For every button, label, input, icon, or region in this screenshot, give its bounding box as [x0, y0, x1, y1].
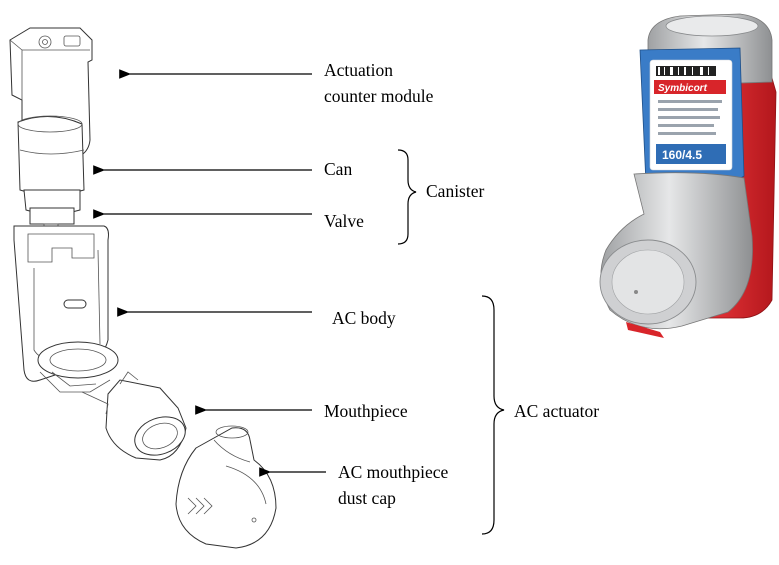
dust-cap-drawing	[175, 425, 277, 549]
canister-brace-icon	[397, 149, 417, 245]
assembled-inhaler-image: Symbicort 160/4.5	[599, 13, 777, 338]
label-mouthpiece: Mouthpiece	[324, 401, 408, 421]
ac-body-drawing	[13, 225, 119, 393]
ac-actuator-brace-icon	[481, 295, 505, 535]
label-actuation-counter-module-line2: counter module	[324, 86, 434, 106]
label-ac-mouthpiece-dust-cap-line2: dust cap	[338, 488, 396, 508]
label-ac-body: AC body	[332, 308, 396, 328]
label-actuation-counter-module-line1: Actuation	[324, 60, 393, 80]
mouthpiece-drawing	[81, 371, 187, 461]
label-can: Can	[324, 159, 352, 179]
label-ac-actuator: AC actuator	[514, 401, 599, 421]
label-valve: Valve	[324, 211, 364, 231]
product-brand: Symbicort	[658, 83, 708, 94]
can-drawing	[17, 115, 85, 215]
callout-arrows	[93, 69, 326, 477]
label-ac-mouthpiece-dust-cap-line1: AC mouthpiece	[338, 462, 449, 482]
product-strength: 160/4.5	[662, 148, 702, 162]
label-canister: Canister	[426, 181, 484, 201]
